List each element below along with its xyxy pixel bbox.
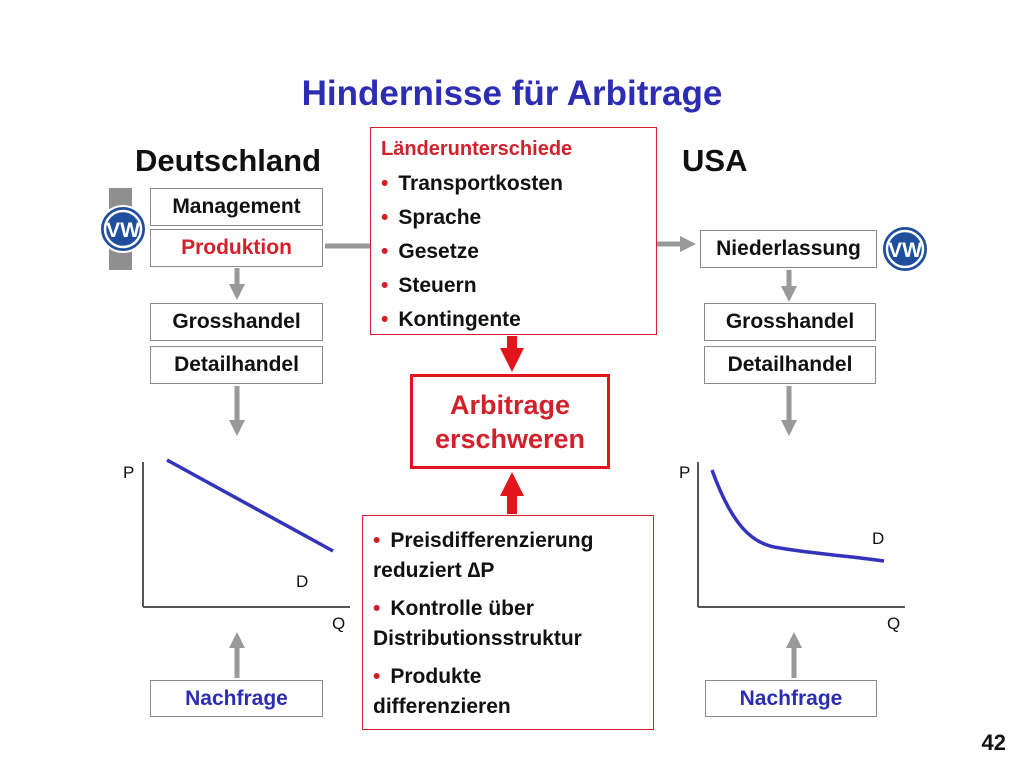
obstacles-heading: Länderunterschiede: [381, 138, 573, 160]
box-demand-left: Nachfrage: [150, 680, 323, 717]
page-number: 42: [981, 730, 1006, 755]
country-usa: USA: [682, 143, 748, 178]
arbitrage-line2: erschweren: [434, 423, 586, 454]
box-demand-right: Nachfrage: [705, 680, 877, 717]
measure-line: Distributionsstruktur: [373, 627, 582, 650]
right-chart-d-label: D: [872, 529, 885, 548]
svg-text:VW: VW: [106, 219, 140, 242]
list-item: • Steuern: [381, 269, 646, 303]
bullet: •: [381, 274, 389, 297]
list-item: • Sprache: [381, 201, 646, 235]
measures-list: • Preisdifferenzierung reduziert ∆P • Kontr…: [373, 526, 645, 722]
right-demand-curve: [710, 469, 885, 563]
bullet: •: [373, 529, 381, 552]
bullet: •: [381, 206, 389, 229]
list-item: • Transportkosten: [381, 167, 646, 201]
bullet: •: [373, 665, 381, 688]
list-item: • Gesetze: [381, 235, 646, 269]
bullet: •: [373, 597, 381, 620]
box-management: Management: [150, 188, 323, 226]
measure-line: Preisdifferenzierung: [390, 529, 594, 552]
box-branch: Niederlassung: [700, 230, 877, 268]
measure-line: differenzieren: [373, 695, 511, 718]
left-chart-d-label: D: [296, 572, 309, 591]
bullet: •: [381, 172, 389, 195]
box-wholesale-left: Grosshandel: [150, 303, 323, 341]
country-germany: Deutschland: [135, 143, 322, 178]
bullet: •: [381, 240, 389, 263]
obstacles-list: • Transportkosten • Sprache • Gesetze • Steu…: [381, 167, 646, 337]
vw-logo-icon-left: VW: [99, 188, 147, 270]
svg-text:VW: VW: [888, 239, 922, 262]
right-chart-q-label: Q: [887, 614, 901, 633]
obstacle-label: Kontingente: [398, 308, 521, 331]
vw-logo-icon-right: VW: [881, 225, 929, 273]
obstacle-label: Steuern: [398, 274, 477, 297]
box-retail-left: Detailhandel: [150, 346, 323, 384]
box-production: Produktion: [150, 229, 323, 267]
bullet: •: [381, 308, 389, 331]
measure-line: Produkte: [390, 665, 482, 688]
list-item: • Kontingente: [381, 303, 646, 337]
obstacle-label: Gesetze: [398, 240, 479, 263]
measures-panel: • Preisdifferenzierung reduziert ∆P • Kontr…: [362, 515, 654, 730]
box-wholesale-right: Grosshandel: [704, 303, 876, 341]
slide-title: Hindernisse für Arbitrage: [301, 74, 723, 113]
measure-line: Kontrolle über: [390, 597, 534, 620]
box-retail-right: Detailhandel: [704, 346, 876, 384]
arbitrage-box: Arbitrage erschweren: [410, 374, 610, 469]
left-chart-q-label: Q: [332, 614, 346, 633]
obstacle-label: Sprache: [398, 206, 482, 229]
obstacle-label: Transportkosten: [398, 172, 563, 195]
list-item: • Preisdifferenzierung reduziert ∆P: [373, 526, 645, 586]
right-chart-p-label: P: [679, 463, 691, 482]
left-chart-p-label: P: [123, 463, 135, 482]
measure-line: reduziert ∆P: [373, 559, 495, 582]
obstacles-panel: Länderunterschiede • Transportkosten • Spr…: [370, 127, 657, 335]
arbitrage-line1: Arbitrage: [449, 389, 571, 420]
list-item: • Produkte differenzieren: [373, 662, 645, 722]
left-demand-curve: [166, 458, 334, 553]
